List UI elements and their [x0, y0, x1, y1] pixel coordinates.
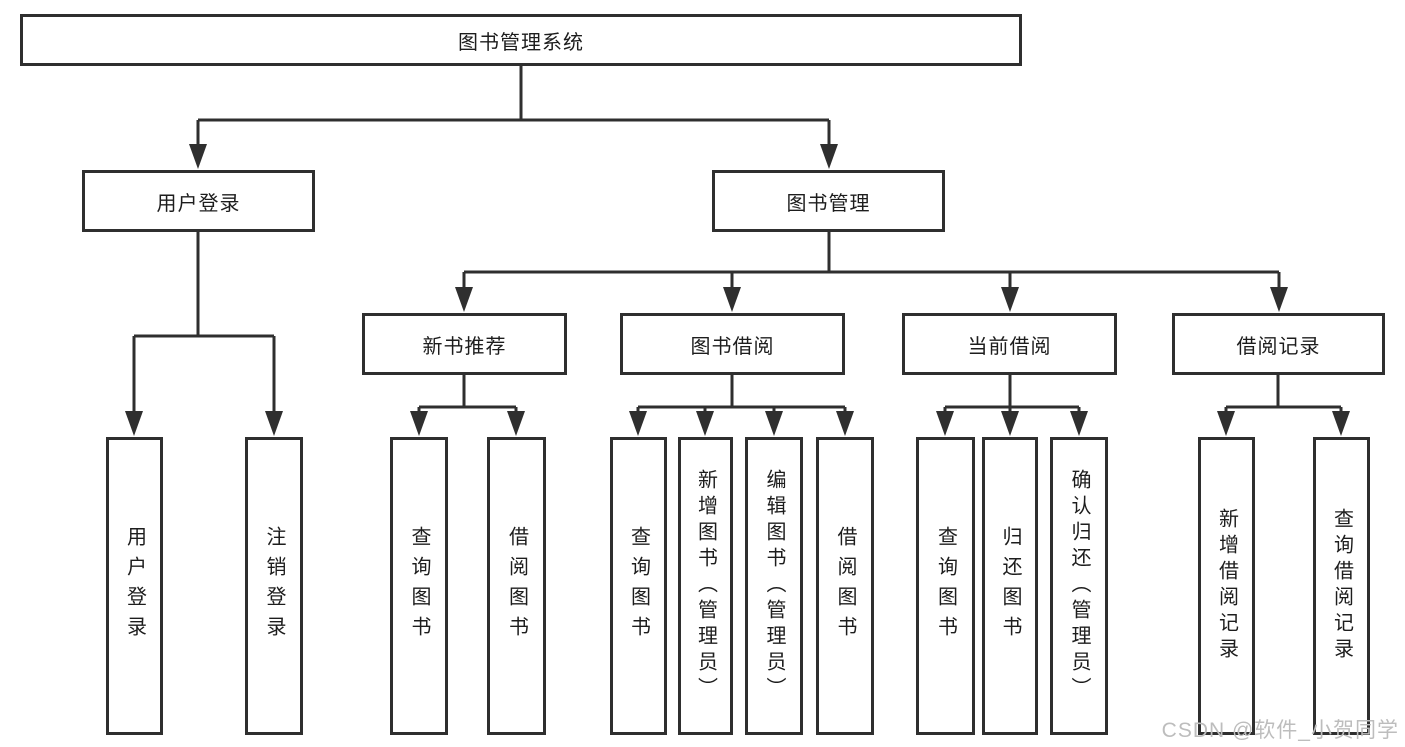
leaf-edit-books-admin: 编辑图书（管理员） — [745, 437, 803, 735]
leaf-add-books-admin: 新增图书（管理员） — [678, 437, 733, 735]
csdn-watermark: CSDN @软件_小贺同学 — [1161, 719, 1399, 742]
node-current-borrowing: 当前借阅 — [902, 313, 1117, 375]
leaf-query-borrow-record: 查询借阅记录 — [1313, 437, 1370, 735]
arrowhead — [1270, 287, 1288, 312]
leaf-logout: 注销登录 — [245, 437, 303, 735]
node-label: 用户登录 — [123, 526, 146, 646]
node-label: 用户登录 — [156, 192, 241, 215]
node-label: 图书管理 — [786, 192, 871, 215]
leaf-user-login: 用户登录 — [106, 437, 163, 735]
leaf-return-books: 归还图书 — [982, 437, 1038, 735]
leaf-add-borrow-record: 新增借阅记录 — [1198, 437, 1255, 735]
leaf-query-books: 查询图书 — [610, 437, 667, 735]
arrowhead — [765, 411, 783, 436]
arrowhead — [1217, 411, 1235, 436]
node-label: 借阅图书 — [834, 526, 856, 646]
node-label: 当前借阅 — [967, 335, 1052, 358]
arrowhead — [189, 144, 207, 169]
arrowhead — [455, 287, 473, 312]
arrowhead — [1332, 411, 1350, 436]
node-label: 编辑图书（管理员） — [763, 469, 785, 703]
arrowhead — [125, 411, 143, 436]
arrowhead — [696, 411, 714, 436]
arrowhead — [410, 411, 428, 436]
arrowhead — [265, 411, 283, 436]
arrowhead — [1001, 287, 1019, 312]
node-label: 查询图书 — [934, 526, 957, 646]
arrowhead — [1001, 411, 1019, 436]
node-label: 借阅图书 — [505, 526, 528, 646]
node-new-book-recommendation: 新书推荐 — [362, 313, 567, 375]
arrowhead — [1070, 411, 1088, 436]
arrowhead — [723, 287, 741, 312]
node-label: 确认归还（管理员） — [1068, 469, 1090, 703]
node-label: 新增借阅记录 — [1215, 508, 1238, 664]
leaf-confirm-return-admin: 确认归还（管理员） — [1050, 437, 1108, 735]
node-label: 查询借阅记录 — [1330, 508, 1353, 664]
connector-new-book-children — [410, 375, 525, 436]
connector-current-borrow-children — [936, 375, 1088, 436]
arrowhead — [629, 411, 647, 436]
connector-root-to-level2 — [189, 66, 838, 169]
node-book-borrowing: 图书借阅 — [620, 313, 845, 375]
leaf-query-books: 查询图书 — [390, 437, 448, 735]
node-label: 新书推荐 — [422, 335, 507, 358]
connector-book-management-to-level3 — [455, 232, 1288, 312]
node-label: 注销登录 — [263, 526, 285, 646]
node-label: 查询图书 — [408, 526, 430, 646]
node-user-login: 用户登录 — [82, 170, 315, 232]
arrowhead — [936, 411, 954, 436]
connector-user-login-children — [125, 232, 283, 436]
node-label: 查询图书 — [627, 526, 650, 646]
leaf-query-books: 查询图书 — [916, 437, 975, 735]
node-label: 新增图书（管理员） — [694, 469, 717, 703]
node-borrowing-records: 借阅记录 — [1172, 313, 1385, 375]
arrowhead — [836, 411, 854, 436]
node-label: 归还图书 — [999, 526, 1021, 646]
leaf-borrow-books: 借阅图书 — [816, 437, 874, 735]
node-library-management-system: 图书管理系统 — [20, 14, 1022, 66]
node-book-management: 图书管理 — [712, 170, 945, 232]
arrowhead — [507, 411, 525, 436]
node-label: 图书管理系统 — [458, 31, 584, 54]
connector-borrow-records-children — [1217, 375, 1350, 436]
node-label: 图书借阅 — [690, 335, 775, 358]
leaf-borrow-books: 借阅图书 — [487, 437, 546, 735]
node-label: 借阅记录 — [1236, 335, 1321, 358]
arrowhead — [820, 144, 838, 169]
connector-book-borrow-children — [629, 375, 854, 436]
